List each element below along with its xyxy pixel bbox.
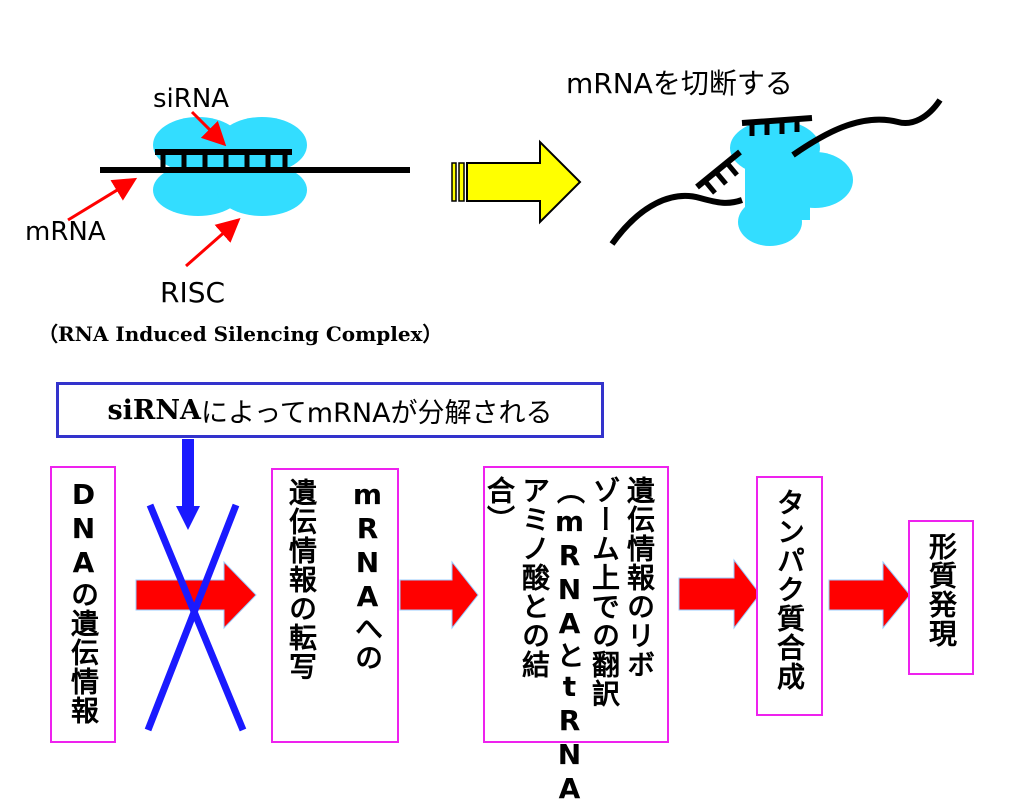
mrna-cleaved-left (609, 192, 744, 246)
yellow-transition-arrow (451, 139, 582, 225)
flow-box-dna-text: DNAの遺伝情報 (67, 478, 100, 725)
mrna-label: mRNA (25, 217, 106, 247)
flow-box-translation-col-3: （mRNAとtRNA (553, 476, 586, 806)
flow-arrow-4 (828, 560, 911, 630)
flow-box-translation: 遺伝情報のリボ ゾーム上での翻訳 （mRNAとtRNA アミノ酸との結 合） (483, 466, 669, 806)
flow-box-dna: DNAの遺伝情報 (50, 466, 116, 743)
risc-pointer-arrow (185, 218, 241, 268)
flow-box-phenotype: 形質発現 (908, 520, 974, 675)
sirna-box-text: によってmRNAが分解される (200, 397, 553, 429)
flow-box-phenotype-text: 形質発現 (925, 532, 958, 648)
flow-box-translation-col-4: アミノ酸との結 (518, 476, 551, 679)
sirna-label: siRNA (153, 84, 230, 114)
flow-box-translation-col-5: 合） (483, 476, 516, 534)
diagram-canvas (67, 98, 943, 732)
blocked-cross (144, 503, 247, 732)
risc-label: RISC (160, 276, 226, 309)
sirna-box-latin: siRNA (107, 394, 201, 426)
flow-box-protein-synthesis-text: タンパク質合成 (773, 488, 806, 691)
mrna-cleaved-right (791, 98, 943, 158)
risc-fullname-label: （RNA Induced Silencing Complex） (38, 322, 443, 346)
sirna-pointer-arrow (190, 110, 227, 147)
cut-mrna-label: mRNAを切断する (566, 67, 793, 100)
flow-box-translation-col-2: ゾーム上での翻訳 (588, 476, 621, 708)
mrna-pointer-arrow (67, 177, 138, 222)
flow-box-translation-col-1: 遺伝情報のリボ (623, 476, 656, 679)
risc-complex-right (730, 120, 853, 246)
flow-arrow-3 (678, 558, 761, 630)
flow-box-transcription-col-2: 遺伝情報の転写 (285, 478, 318, 681)
flow-arrow-2 (399, 560, 479, 630)
flow-box-transcription: mRNAへの 遺伝情報の転写 (271, 468, 399, 743)
flow-arrow-1 (135, 560, 257, 630)
flow-box-transcription-col-1: mRNAへの (351, 478, 384, 672)
blue-down-arrow (176, 439, 200, 530)
flow-box-protein-synthesis: タンパク質合成 (756, 476, 823, 716)
sirna-strand-right (695, 115, 813, 195)
